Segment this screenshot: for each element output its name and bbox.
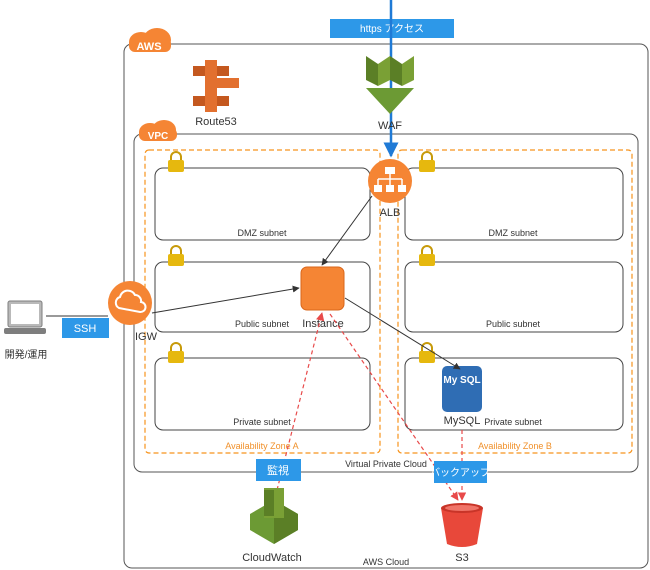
lock-icon	[168, 245, 184, 266]
ssh-label: SSH	[74, 323, 97, 335]
zone-a-private-label: Private subnet	[233, 417, 291, 427]
waf-icon	[366, 56, 414, 114]
cloudwatch-label: CloudWatch	[242, 552, 302, 564]
zone-b-public-label: Public subnet	[486, 319, 541, 329]
alb-label: ALB	[380, 207, 401, 219]
instance-label: Instance	[302, 318, 344, 330]
mysql-label: MySQL	[444, 415, 481, 427]
lock-icon	[419, 245, 435, 266]
lock-icon	[419, 151, 435, 172]
route53-icon	[193, 60, 239, 112]
zone-a-label: Availability Zone A	[225, 441, 298, 451]
laptop-icon	[4, 300, 46, 334]
igw-to-instance-arrow	[151, 285, 300, 314]
backup-label: バックアップ	[430, 467, 490, 479]
mysql-icon-text: My SQL	[443, 375, 480, 386]
zone-b-public-subnet	[404, 261, 624, 333]
mysql-icon: My SQL	[442, 366, 482, 412]
zone-a-private-subnet	[154, 357, 371, 431]
instance-icon	[300, 266, 345, 311]
waf-label: WAF	[378, 120, 402, 132]
vpc-badge: VPC	[139, 120, 177, 142]
route53-label: Route53	[195, 116, 237, 128]
lock-icon	[168, 151, 184, 172]
aws-badge: AWS	[129, 28, 171, 53]
cloudwatch-icon	[250, 488, 298, 544]
zone-b-private-label: Private subnet	[484, 417, 542, 427]
availability-zone-b	[397, 149, 633, 454]
instance-to-s3-arrow	[329, 313, 459, 501]
zone-a-public-label: Public subnet	[235, 319, 290, 329]
vpc-badge-text: VPC	[148, 131, 169, 142]
igw-icon	[108, 281, 152, 325]
aws-cloud-caption: AWS Cloud	[363, 557, 409, 567]
lock-icon	[419, 342, 435, 363]
zone-a-dmz-subnet	[154, 167, 371, 241]
alb-icon	[368, 159, 412, 203]
monitor-label: 監視	[267, 463, 289, 477]
ssh-callout	[62, 318, 109, 338]
aws-badge-text: AWS	[136, 41, 161, 53]
zone-b-label: Availability Zone B	[478, 441, 552, 451]
zone-b-dmz-label: DMZ subnet	[488, 228, 538, 238]
igw-label: IGW	[135, 331, 158, 343]
monitor-callout	[256, 459, 301, 481]
s3-label: S3	[455, 552, 468, 564]
zone-a-dmz-label: DMZ subnet	[237, 228, 287, 238]
lock-icon	[168, 342, 184, 363]
dev-ops-label: 開発/運用	[5, 348, 48, 361]
zone-b-dmz-subnet	[404, 167, 624, 241]
alb-to-instance-arrow	[321, 195, 373, 266]
instance-to-mysql-arrow	[344, 297, 461, 370]
backup-callout	[434, 461, 487, 483]
s3-bucket-icon	[441, 503, 483, 547]
vpc-caption: Virtual Private Cloud	[345, 459, 427, 469]
